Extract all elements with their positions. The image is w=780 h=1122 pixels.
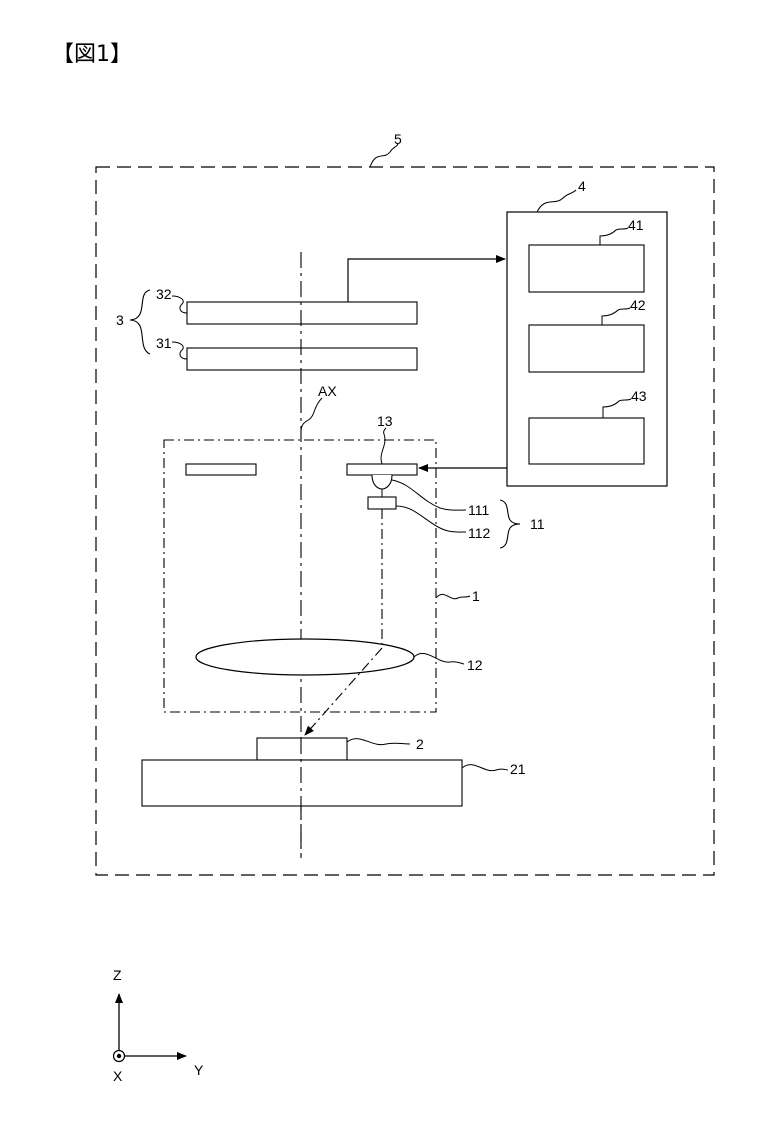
label-112: 112 bbox=[468, 525, 491, 541]
label-3: 3 bbox=[116, 312, 124, 328]
label-5: 5 bbox=[394, 131, 402, 147]
label-2: 2 bbox=[416, 736, 424, 752]
element-112 bbox=[368, 497, 396, 509]
coordinate-axes: Z Y X bbox=[113, 967, 204, 1084]
x-axis-symbol-dot bbox=[117, 1054, 121, 1058]
leader-111 bbox=[392, 480, 466, 510]
leader-12 bbox=[414, 653, 464, 664]
leader-31 bbox=[172, 342, 187, 359]
brace-11 bbox=[500, 500, 520, 548]
z-axis-label: Z bbox=[113, 967, 122, 983]
leader-1 bbox=[436, 594, 470, 598]
leader-4 bbox=[537, 190, 576, 212]
x-axis-label: X bbox=[113, 1068, 123, 1084]
label-4: 4 bbox=[578, 178, 586, 194]
leader-ax bbox=[301, 398, 322, 430]
label-21: 21 bbox=[510, 761, 526, 777]
label-11: 11 bbox=[530, 516, 545, 532]
label-43: 43 bbox=[631, 388, 647, 404]
lens-12 bbox=[196, 639, 414, 675]
label-41: 41 bbox=[628, 217, 644, 233]
unit-42 bbox=[529, 325, 644, 372]
detector-plate-31 bbox=[187, 348, 417, 370]
y-axis-label: Y bbox=[194, 1062, 204, 1078]
leader-2 bbox=[347, 739, 410, 745]
element-111 bbox=[372, 475, 392, 489]
label-ax: AX bbox=[318, 383, 337, 399]
detector-plate-32 bbox=[187, 302, 417, 324]
label-32: 32 bbox=[156, 286, 172, 302]
signal-line-to-controller bbox=[348, 259, 505, 302]
label-111: 111 bbox=[468, 502, 489, 518]
label-13: 13 bbox=[377, 413, 393, 429]
leader-21 bbox=[462, 765, 508, 771]
leader-5 bbox=[370, 144, 398, 167]
stage-21 bbox=[142, 760, 462, 806]
label-12: 12 bbox=[467, 657, 483, 673]
label-31: 31 bbox=[156, 335, 172, 351]
sample-2 bbox=[257, 738, 347, 760]
label-42: 42 bbox=[630, 297, 646, 313]
aperture-plate-left bbox=[186, 464, 256, 475]
brace-3 bbox=[130, 290, 150, 354]
label-1: 1 bbox=[472, 588, 480, 604]
unit-43 bbox=[529, 418, 644, 464]
element-13 bbox=[347, 464, 417, 475]
unit-41 bbox=[529, 245, 644, 292]
leader-32 bbox=[172, 296, 187, 313]
leader-13 bbox=[381, 428, 386, 464]
